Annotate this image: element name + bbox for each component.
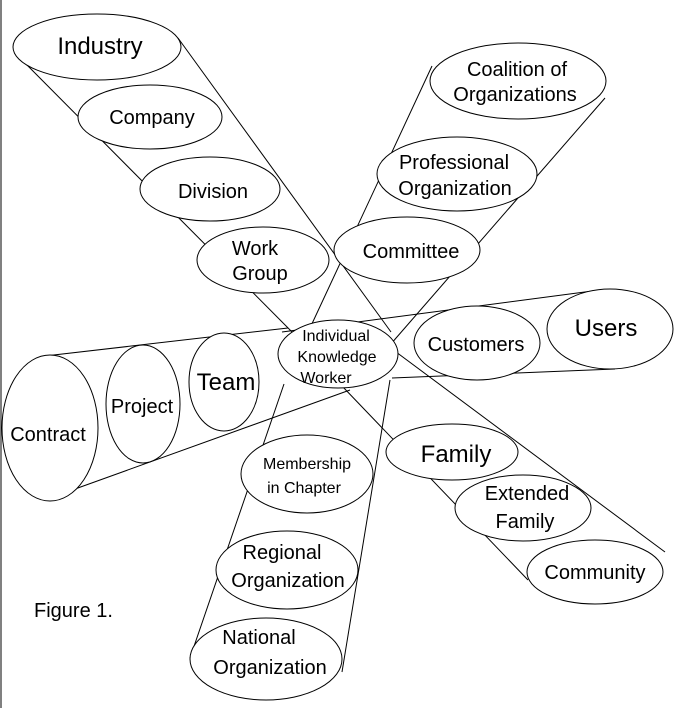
- node-coalition-label-line2: Organizations: [453, 84, 576, 106]
- node-membership-label-line2: in Chapter: [267, 480, 341, 497]
- node-work-group-label-line2: Group: [232, 263, 288, 285]
- node-membership-in-chapter: Membership in Chapter: [240, 434, 374, 514]
- node-extended-family-ellipse: [454, 474, 592, 542]
- figure-caption: Figure 1.: [34, 600, 113, 622]
- node-division: Division: [139, 156, 281, 222]
- node-company: Company: [77, 84, 223, 150]
- node-users: Users: [546, 288, 674, 370]
- node-team-label: Team: [197, 369, 256, 396]
- node-users-ellipse: [546, 288, 674, 370]
- node-professional-organization-label-line1: Professional: [399, 152, 509, 174]
- node-community-label: Community: [544, 562, 645, 584]
- node-individual-ellipse: [277, 319, 399, 389]
- node-extended-family-label-line2: Family: [496, 511, 555, 533]
- node-community-ellipse: [526, 539, 664, 605]
- cone-community-lower-edge: [341, 385, 529, 581]
- node-project: Project: [105, 344, 181, 464]
- node-division-label: Division: [178, 181, 248, 203]
- node-regional-ellipse: [215, 530, 359, 610]
- node-coalition: Coalition of Organizations: [429, 42, 607, 120]
- node-national-organization: National Organization: [189, 617, 343, 701]
- node-industry-label: Industry: [57, 33, 142, 60]
- node-work-group-label-line1: Work: [232, 238, 279, 260]
- node-national-label-line2: Organization: [213, 657, 326, 679]
- node-regional-label-line2: Organization: [231, 570, 344, 592]
- node-professional-organization-ellipse: [376, 136, 538, 212]
- node-team-ellipse: [188, 332, 260, 432]
- cone-coalition-right-edge: [389, 97, 606, 346]
- node-customers-label: Customers: [428, 334, 525, 356]
- node-membership-ellipse: [240, 434, 374, 514]
- node-industry-ellipse: [12, 13, 182, 81]
- node-membership-label-line1: Membership: [263, 456, 351, 473]
- node-users-label: Users: [575, 315, 638, 342]
- node-regional-organization: Regional Organization: [215, 530, 359, 610]
- node-individual-label-line2: Knowledge: [297, 349, 376, 366]
- node-individual-label-line1: Individual: [302, 328, 370, 345]
- node-individual-label-line3: Worker: [300, 370, 352, 387]
- node-contract: Contract: [1, 354, 99, 502]
- node-professional-organization-label-line2: Organization: [398, 178, 511, 200]
- node-family-label: Family: [421, 441, 492, 468]
- cone-industry-upper-edge: [177, 37, 392, 333]
- node-division-ellipse: [139, 156, 281, 222]
- node-industry: Industry: [12, 13, 182, 81]
- node-committee: Committee: [333, 216, 481, 284]
- node-project-label: Project: [111, 396, 174, 418]
- node-family-ellipse: [385, 423, 519, 481]
- node-extended-family-label-line1: Extended: [485, 483, 570, 505]
- cone-coalition-left-edge: [309, 65, 433, 329]
- node-team: Team: [188, 332, 260, 432]
- node-coalition-ellipse: [429, 42, 607, 120]
- node-work-group-ellipse: [196, 226, 330, 294]
- cone-national-right-edge: [341, 379, 391, 673]
- cone-contract-top-edge: [44, 327, 289, 357]
- node-committee-label: Committee: [363, 241, 460, 263]
- cone-outlines: [25, 37, 666, 673]
- node-contract-label: Contract: [10, 424, 86, 446]
- node-regional-label-line1: Regional: [243, 542, 322, 564]
- node-national-label-line1: National: [222, 627, 295, 649]
- node-extended-family: Extended Family: [454, 474, 592, 542]
- node-contract-ellipse: [1, 354, 99, 502]
- node-community: Community: [526, 539, 664, 605]
- node-committee-ellipse: [333, 216, 481, 284]
- node-company-ellipse: [77, 84, 223, 150]
- node-company-label: Company: [109, 107, 195, 129]
- node-individual-knowledge-worker: Individual Knowledge Worker: [277, 319, 399, 389]
- cone-contract-bottom-edge: [49, 389, 351, 499]
- node-work-group: Work Group: [196, 226, 330, 294]
- cone-community-upper-edge: [387, 345, 666, 553]
- node-coalition-label-line1: Coalition of: [467, 59, 568, 81]
- node-customers: Customers: [413, 305, 541, 381]
- cone-national-left-edge: [189, 383, 285, 659]
- node-family: Family: [385, 423, 519, 481]
- node-national-ellipse: [189, 617, 343, 701]
- node-professional-organization: Professional Organization: [376, 136, 538, 212]
- node-customers-ellipse: [413, 305, 541, 381]
- node-project-ellipse: [105, 344, 181, 464]
